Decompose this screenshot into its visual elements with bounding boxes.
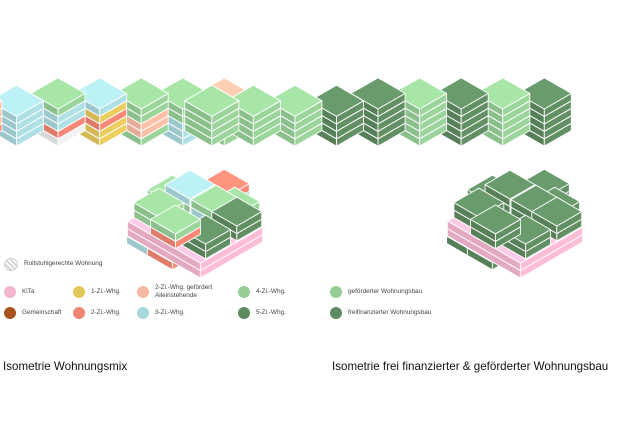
mix-bar-3-roof xyxy=(72,77,128,110)
legend-swatch xyxy=(73,307,85,319)
legend-4zi: 4-Zi.-Whg. xyxy=(238,286,286,298)
mix-bar-1-roof xyxy=(155,77,211,110)
mix-bar-6-roof xyxy=(0,99,3,103)
hatch-circle-icon xyxy=(4,258,18,271)
mix-bar-5-roof xyxy=(0,84,44,117)
legend-label: 2-Zi.-Whg. gefördert Alleinstehende xyxy=(155,284,213,299)
mix-bar-4-roof xyxy=(30,77,86,110)
legend-label: 3-Zi.-Whg. xyxy=(155,309,185,316)
isometry-financing xyxy=(184,77,584,279)
legend-gefoerdert: geförderter Wohnungsbau xyxy=(330,286,422,298)
legend-swatch xyxy=(330,286,342,298)
legend-swatch xyxy=(4,307,16,319)
fin-south-0-roof xyxy=(484,169,536,200)
legend-2zi-alleinstehende: 2-Zi.-Whg. gefördert Alleinstehende xyxy=(137,282,227,299)
fin-bar-5-roof xyxy=(309,84,364,117)
fin-bar-6-roof xyxy=(267,84,323,117)
legend-5zi: 5-Zi.-Whg. xyxy=(238,307,286,319)
legend-label: 5-Zi.-Whg. xyxy=(256,309,286,316)
mix-bar-6-face xyxy=(0,115,3,125)
legend-swatch xyxy=(137,307,149,319)
mix-south-5-roof xyxy=(150,204,201,235)
legend-kita: KiTa xyxy=(4,286,34,298)
fin-bar-1-roof xyxy=(475,77,531,110)
fin-bar-0-roof xyxy=(516,77,572,110)
fin-bar-7-roof xyxy=(225,84,281,117)
caption-left: Isometrie Wohnungsmix xyxy=(3,360,128,373)
legend-swatch xyxy=(330,307,342,319)
legend-label: geförderter Wohnungsbau xyxy=(348,288,423,295)
legend-1zi: 1-Zi.-Whg. xyxy=(73,286,121,298)
mix-bar-6-face xyxy=(0,122,3,133)
mix-bar-6-face xyxy=(0,100,3,110)
fin-bar-4-roof xyxy=(350,77,406,110)
legend-label: 4-Zi.-Whg. xyxy=(256,288,286,295)
fin-bar-3-roof xyxy=(392,77,448,110)
legend-label: Rollstuhlgerechte Wohnung xyxy=(24,260,103,267)
legend-label: KiTa xyxy=(22,288,35,295)
fin-south-5-roof xyxy=(470,204,521,235)
legend-swatch xyxy=(238,307,250,319)
mix-south-2-roof xyxy=(211,196,263,227)
legend-label: 1-Zi.-Whg. xyxy=(91,288,121,295)
legend-frei: freifinanzierter Wohnungsbau xyxy=(330,307,431,319)
mix-bar-2-roof xyxy=(113,77,169,110)
legend-label: Gemeinschaft xyxy=(22,309,62,316)
fin-south-2-roof xyxy=(531,196,583,227)
legend-3zi: 3-Zi.-Whg. xyxy=(137,307,185,319)
legend-swatch xyxy=(73,286,85,298)
fin-bar-8-roof xyxy=(184,84,240,117)
legend-swatch xyxy=(4,286,16,298)
legend-gemeinschaft: Gemeinschaft xyxy=(4,307,61,319)
legend-2zi: 2-Zi.-Whg. xyxy=(73,307,121,319)
legend-wheelchair: Rollstuhlgerechte Wohnung xyxy=(4,258,102,271)
mix-bar-6-face xyxy=(0,107,3,118)
caption-right: Isometrie frei finanzierter & geförderte… xyxy=(332,360,609,373)
legend-label: 2-Zi.-Whg. xyxy=(91,309,121,316)
mix-south-0-roof xyxy=(164,169,216,200)
legend-swatch xyxy=(238,286,250,298)
legend-swatch xyxy=(137,286,149,298)
fin-bar-2-roof xyxy=(433,77,489,110)
legend-label: freifinanzierter Wohnungsbau xyxy=(348,309,432,316)
